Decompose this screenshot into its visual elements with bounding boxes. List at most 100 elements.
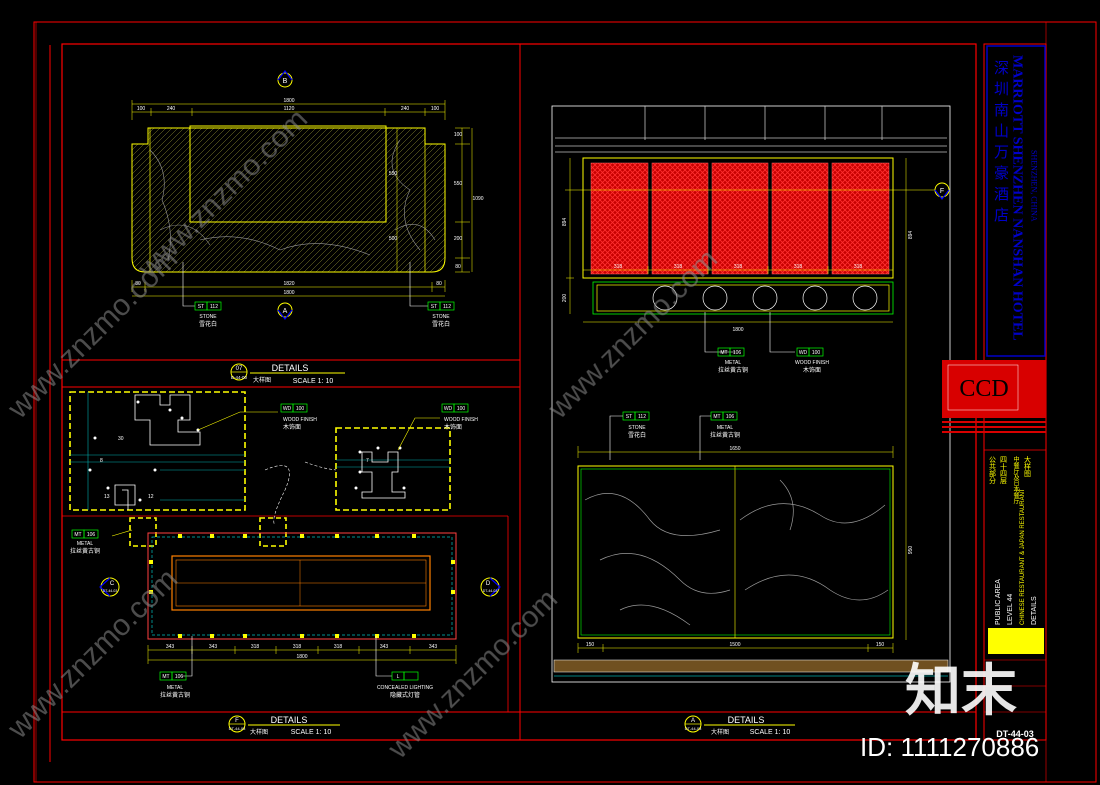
section-detail-right: 7 WD 100 WOOD FINISH 木饰面 [264,403,478,526]
section-tag-d-sheet: DT-44-03 [483,589,498,593]
detail-title-f: F DT-44-03 DETAILS 大样图 SCALE 1: 10 [228,715,340,736]
tag-code: WD [444,406,453,412]
plan-top-dim-bottom [131,280,446,297]
details-en: DETAILS [1031,596,1038,625]
circle-ornaments [652,285,878,311]
detail-title: DETAILS [728,715,765,725]
tag-wood-1[interactable]: WD 100 WOOD FINISH 木饰面 [280,403,317,431]
plan-top-dim-right [396,127,473,273]
tag-concealed-lighting[interactable]: L CONCEALED LIGHTING 隐藏式灯管 [377,671,433,699]
detail-title-a: A DT-44-03 DETAILS 大样图 SCALE 1: 10 [684,715,795,736]
dim-label: 343 [380,644,389,650]
tag-label: WOOD FINISH [444,417,478,423]
dim-label: 100 [454,132,463,138]
tag-number: 112 [443,304,451,310]
detail-scale: SCALE 1: 10 [750,729,791,736]
dim-label-overall: 1800 [296,654,307,660]
tag-stone-elev[interactable]: ST 112 STONE 雪花白 [622,411,650,439]
tag-metal-elev-lower[interactable]: MT 106 METAL 拉丝黄古铜 [710,411,740,439]
dim-label-overall: 1800 [732,327,743,333]
red-lattice-panel [831,162,890,275]
dim-label: 894 [908,231,914,240]
section-tag-a[interactable]: A [277,302,293,320]
dim-label: 950 [908,546,914,555]
tag-label-cn: 雪花白 [432,320,450,328]
dim-label: 200 [562,294,568,303]
restaurant-en: CHINESE RESTAURANT & JAPAN RESTAURANT [1020,488,1026,625]
section-tag-f[interactable]: F [934,182,950,200]
section-tag-b[interactable]: B [277,70,293,88]
detail-dim-13: 13 [104,494,110,500]
hotel-name-en: MARRIOTT SHENZHEN NANSHAN HOTEL [1010,55,1025,341]
tag-number: 106 [175,674,184,680]
details-cn: 大样图 [1024,455,1032,478]
detail-dim-7: 7 [366,458,369,464]
ccd-logo: CCD [959,376,1008,402]
section-tag-b-letter: B [283,78,288,85]
tag-label-cn: 隐藏式灯管 [390,691,420,699]
logo-stripes [942,421,1046,433]
watermark-id: ID: 1111270886 [860,732,1039,762]
restaurant-cn: 中餐厅及日本餐厅 [1012,455,1019,504]
tag-label-cn: 木饰面 [283,423,301,431]
dim-label: 318 [614,264,623,270]
tag-metal-elev-upper[interactable]: MT 106 METAL 拉丝黄古铜 [717,347,748,374]
tag-label-cn: 雪花白 [199,320,217,328]
detail-title-07: 07 E-44-00 DETAILS 大样图 SCALE 1: 10 [230,363,345,385]
section-tag-d[interactable]: D DT-44-03 [480,577,501,597]
dim-label: 80 [436,281,442,287]
plan-top-dim-top [131,100,446,120]
tag-code: ST [626,414,632,420]
tag-label-cn: 拉丝黄古铜 [718,366,748,374]
dim-label: 1500 [729,642,740,648]
tag-label: METAL [167,685,184,691]
tag-label-cn: 雪花白 [628,431,646,439]
detail-dim-30: 30 [118,436,124,442]
tag-stone-left[interactable]: ST 112 STONE 雪花白 [194,301,222,328]
title-block: 深圳南山万豪酒店 MARRIOTT SHENZHEN NANSHAN HOTEL… [942,45,1046,739]
tag-metal-left[interactable]: MT 106 METAL 拉丝黄古铜 [70,529,100,555]
detail-scale: SCALE 1: 10 [291,729,332,736]
watermark-site: www.znzmo.com [1,562,184,745]
dim-label: 318 [251,644,260,650]
section-tag-c[interactable]: C DT-44-03 [99,577,120,597]
level-cn: 四十四层 [1000,456,1008,485]
tag-label: STONE [432,314,450,320]
highlight-block [988,628,1044,654]
detail-sheet-ref: DT-44-03 [229,726,246,731]
detail-sheet-ref: DT-44-03 [685,726,702,731]
detail-dim-12: 12 [148,494,154,500]
tag-number: 106 [87,532,96,538]
dim-label: 500 [389,236,398,242]
tag-number: 100 [812,350,821,356]
dim-label: 200 [454,236,463,242]
tag-wood-elev-upper[interactable]: WD 100 WOOD FINISH 木饰面 [795,347,829,374]
dim-label: 100 [137,106,146,112]
section-detail-left: 30 8 13 12 WD 100 WOOD FINISH 木饰面 [69,391,317,511]
marble-veins [149,139,436,261]
tag-stone-right[interactable]: ST 112 STONE 雪花白 [427,301,455,328]
tag-metal-bottom[interactable]: MT 106 METAL 拉丝黄古铜 [159,671,190,699]
tag-label: STONE [628,425,646,431]
red-lattice-panel [651,162,709,275]
dim-label: 343 [166,644,175,650]
tag-wood-2[interactable]: WD 100 WOOD FINISH 木饰面 [441,403,478,431]
dim-label: 80 [135,281,141,287]
ccd-logo-block [942,360,1046,418]
dim-label: 318 [334,644,343,650]
watermark-brand: 知末 [905,659,1017,722]
tag-label: CONCEALED LIGHTING [377,685,433,691]
section-tag-a-letter: A [283,308,288,315]
dim-label: 550 [454,181,463,187]
hotel-location: SHENZHEN, CHINA [1030,150,1039,222]
dim-label: 1090 [472,196,483,202]
detail-title: DETAILS [272,363,309,373]
dim-label: 150 [586,642,595,648]
tag-code: WD [799,350,808,356]
tag-code: MT [162,674,169,680]
tag-number: 100 [457,406,466,412]
tag-code: ST [198,304,204,310]
tag-label: WOOD FINISH [283,417,317,423]
plan-bottom-dims [147,645,457,664]
